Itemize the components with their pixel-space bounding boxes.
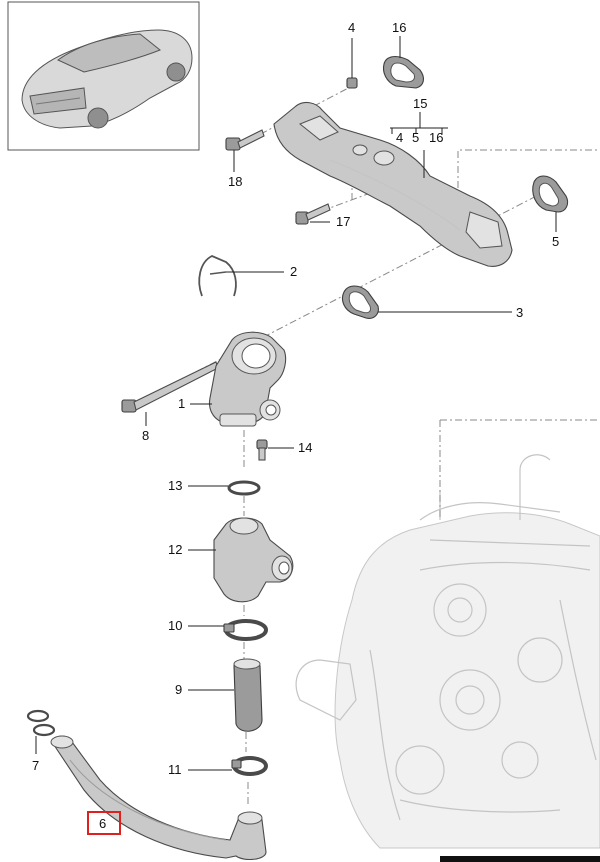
callout-4: 4 xyxy=(348,20,355,35)
part-1-thermostat-housing xyxy=(208,331,287,427)
callout-15-sub-16: 16 xyxy=(429,130,443,145)
part-12-thermostat xyxy=(213,517,294,603)
callout-2: 2 xyxy=(290,264,297,279)
callout-5: 5 xyxy=(552,234,559,249)
part-16-gasket xyxy=(382,55,425,89)
callout-13: 13 xyxy=(168,478,182,493)
footer-bar xyxy=(440,856,600,862)
part-11-hose-clamp xyxy=(231,756,268,776)
engine-background-illustration xyxy=(295,454,600,849)
callout-15-sub-5: 5 xyxy=(412,130,419,145)
callout-8: 8 xyxy=(142,428,149,443)
part-4-screw xyxy=(346,77,358,89)
car-thumbnail xyxy=(21,29,193,129)
part-2-retaining-clip xyxy=(198,255,237,297)
callout-6-highlight-box xyxy=(87,811,121,835)
callout-6-highlighted[interactable]: 6 xyxy=(87,811,121,835)
part-10-hose-clamp xyxy=(223,619,268,641)
callout-18: 18 xyxy=(228,174,242,189)
callout-6: 6 xyxy=(99,816,106,831)
part-6-coolant-pipe xyxy=(50,735,267,861)
callout-3: 3 xyxy=(516,305,523,320)
part-13-o-ring xyxy=(227,480,261,496)
part-18-bolt xyxy=(225,129,265,151)
callout-17: 17 xyxy=(336,214,350,229)
part-14-screw xyxy=(256,439,268,461)
coolant-manifold-housing xyxy=(273,101,513,267)
callout-14: 14 xyxy=(298,440,312,455)
part-9-coolant-hose xyxy=(233,658,263,732)
part-17-bolt xyxy=(295,203,331,225)
callout-1: 1 xyxy=(178,396,185,411)
vehicle-inset xyxy=(7,1,200,151)
callout-12: 12 xyxy=(168,542,182,557)
callout-11: 11 xyxy=(168,762,182,777)
callout-labels: 4 16 15 4 5 16 18 17 5 2 3 1 8 14 13 12 … xyxy=(32,20,559,835)
callout-9: 9 xyxy=(175,682,182,697)
callout-10: 10 xyxy=(168,618,182,633)
callout-15: 15 xyxy=(413,96,427,111)
callout-7: 7 xyxy=(32,758,39,773)
leader-lines xyxy=(35,36,557,771)
part-5-gasket xyxy=(532,175,569,213)
callout-16-top: 16 xyxy=(392,20,406,35)
part-7-o-rings xyxy=(26,709,56,737)
callout-15-sub-4: 4 xyxy=(396,130,403,145)
part-3-gasket xyxy=(341,285,379,319)
